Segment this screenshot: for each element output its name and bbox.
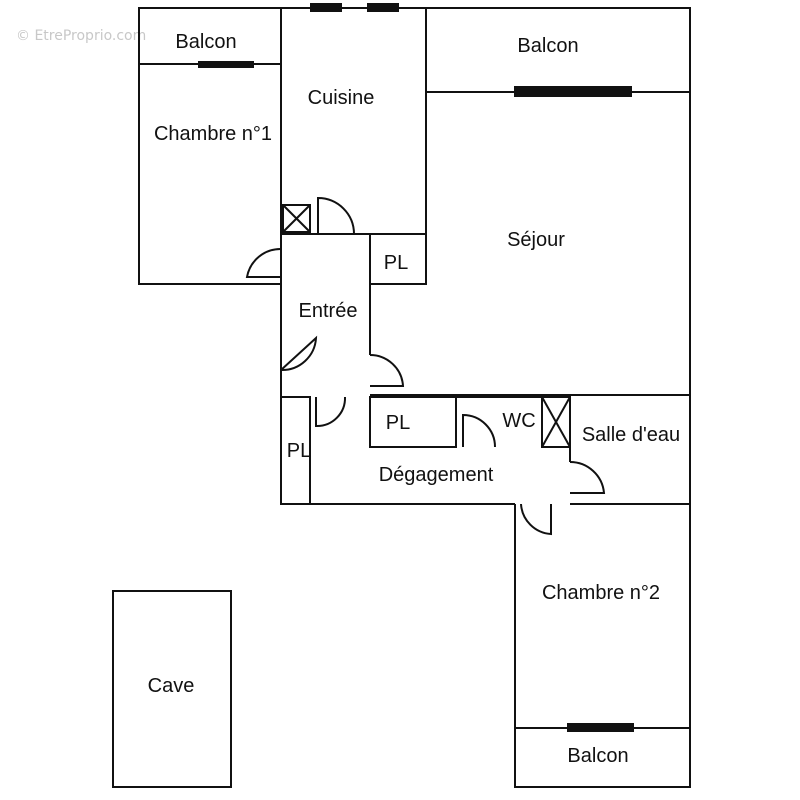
label-chambre-2: Chambre n°2: [542, 582, 660, 604]
label-balcon-bottom: Balcon: [567, 745, 628, 767]
door-wc: [462, 413, 496, 448]
label-sejour: Séjour: [507, 229, 565, 251]
label-cuisine: Cuisine: [308, 87, 375, 109]
door-chambre-2: [520, 503, 552, 536]
window-chambre-1: [198, 61, 254, 68]
door-pl-left: [315, 396, 347, 428]
window-sejour: [514, 86, 632, 97]
chambre-2-block: [514, 503, 691, 788]
label-wc: WC: [502, 410, 535, 432]
pl-corridor-outline: [369, 396, 457, 448]
balcon-top-right-outline: [426, 7, 691, 395]
pl-left-outline: [280, 396, 311, 505]
cuisine-outline: [280, 7, 427, 235]
label-degagement: Dégagement: [379, 464, 494, 486]
wc-vent-box: [541, 396, 571, 448]
sejour-block: [370, 7, 691, 396]
watermark: © EtreProprio.com: [16, 28, 146, 44]
chambre-2-outline: [514, 504, 691, 788]
label-entree: Entrée: [299, 300, 358, 322]
label-pl-left: PL: [287, 440, 311, 462]
label-pl-kitchen: PL: [384, 252, 408, 274]
cuisine-block: [280, 3, 427, 235]
wc-vent-cross-2: [541, 396, 571, 448]
cave-outline: [112, 590, 232, 788]
pl-kitchen-outline: [369, 233, 427, 285]
ventilation-cross-2: [282, 204, 311, 233]
door-cuisine: [317, 196, 355, 235]
label-pl-corridor: PL: [386, 412, 410, 434]
entree-block: [245, 247, 405, 395]
degagement-block: [280, 395, 691, 505]
door-salle-deau: [569, 460, 606, 494]
door-entree-main: [280, 335, 318, 372]
window-chambre-2: [567, 723, 634, 732]
window-cuisine-1: [310, 3, 342, 12]
label-balcon-top-right: Balcon: [517, 35, 578, 57]
label-salle-deau: Salle d'eau: [582, 424, 680, 446]
window-cuisine-2: [367, 3, 399, 12]
label-cave: Cave: [148, 675, 195, 697]
label-chambre-1: Chambre n°1: [154, 123, 272, 145]
door-sejour: [369, 353, 405, 387]
label-balcon-top-left: Balcon: [175, 31, 236, 53]
ventilation-box: [282, 204, 311, 233]
door-chambre-1: [245, 247, 282, 278]
